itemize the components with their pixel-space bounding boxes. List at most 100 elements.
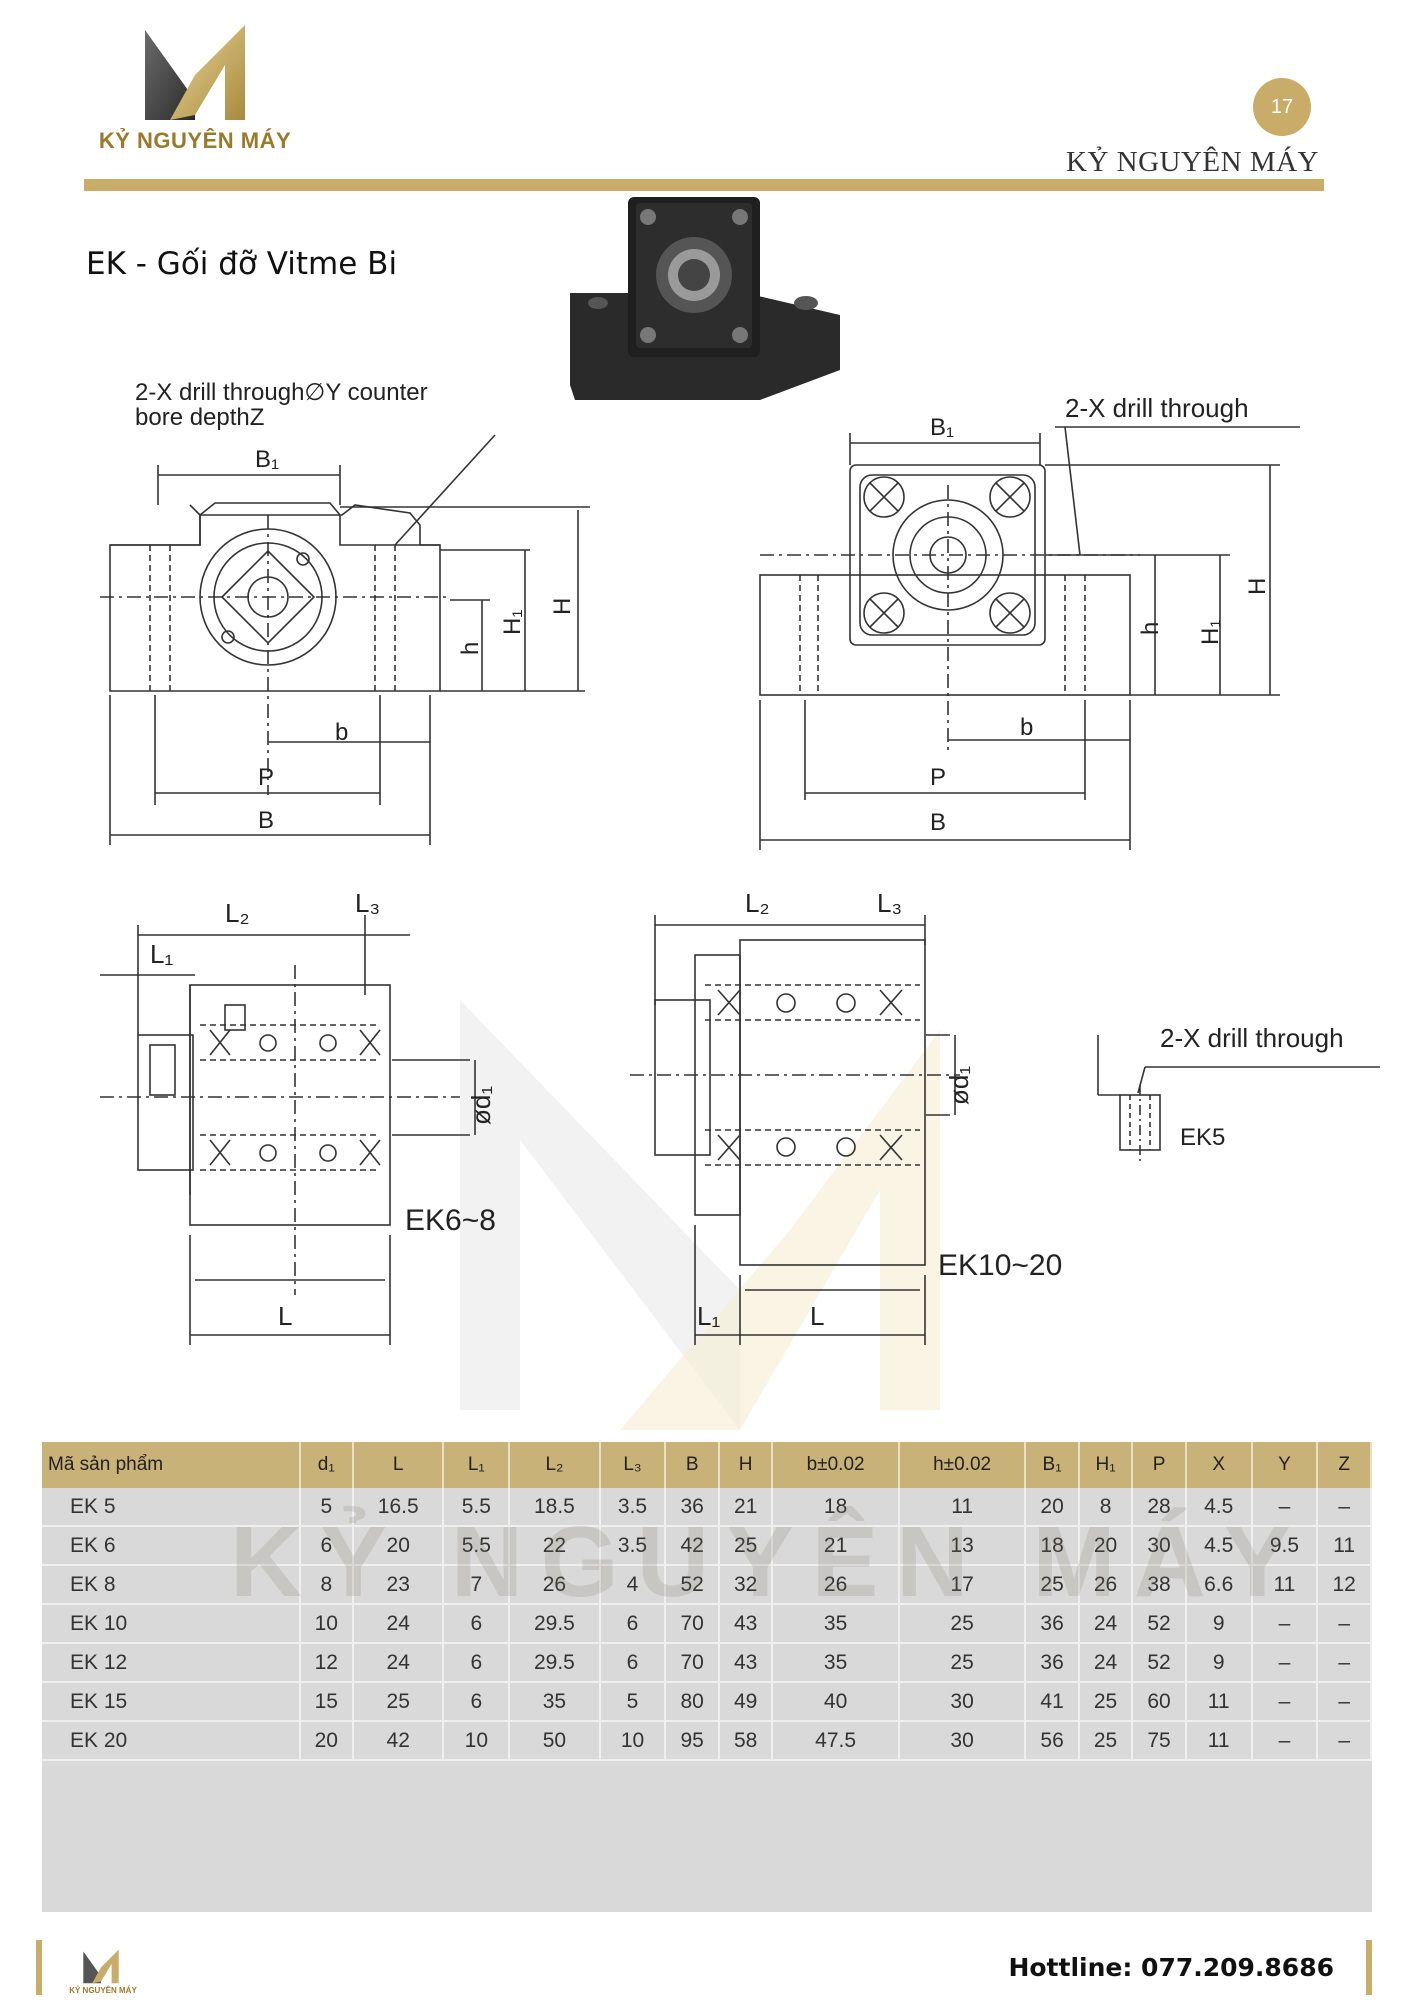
table-cell: 10: [443, 1721, 511, 1761]
table-cell-product-code: EK 15: [42, 1682, 301, 1722]
table-cell: 21: [772, 1526, 900, 1566]
left-drill-note-line1: 2-X drill through∅Y counter: [135, 379, 428, 406]
table-cell: 70: [665, 1643, 720, 1683]
table-header-cell: Mã sản phẩm: [42, 1442, 301, 1488]
table-cell: 25: [718, 1526, 774, 1566]
product-photo: [570, 197, 840, 400]
table-cell-product-code: EK 20: [42, 1721, 301, 1761]
table-cell: 25: [1078, 1682, 1134, 1722]
table-cell: –: [1251, 1643, 1319, 1683]
table-cell: 25: [898, 1643, 1027, 1683]
label-l2-ek6: L₂: [225, 898, 250, 928]
label-H-right: H: [1244, 578, 1271, 595]
label-h-small-right: h: [1137, 622, 1164, 635]
table-cell: 25: [1078, 1721, 1134, 1761]
label-l3-ek10: L₃: [877, 888, 902, 918]
table-cell: 7: [443, 1565, 511, 1605]
table-cell: 35: [772, 1643, 900, 1683]
table-cell: 42: [665, 1526, 720, 1566]
label-p-right: P: [930, 764, 946, 791]
label-b-left: B: [258, 807, 274, 834]
table-cell: 26: [772, 1565, 900, 1605]
table-cell: 56: [1025, 1721, 1080, 1761]
table-cell: 20: [353, 1526, 445, 1566]
table-cell: –: [1317, 1643, 1372, 1683]
table-cell: 6: [599, 1643, 667, 1683]
footer-accent-left: [36, 1940, 42, 1995]
header-divider: [84, 179, 1324, 191]
table-cell: 9: [1185, 1643, 1253, 1683]
table-cell: 17: [898, 1565, 1027, 1605]
label-d1-ek10: ød₁: [944, 1066, 974, 1105]
label-d1-ek6: ød₁: [466, 1086, 496, 1125]
label-b-small-right: b: [1020, 714, 1033, 741]
table-header-cell: B₁: [1025, 1442, 1080, 1488]
technical-drawings: 2-X drill through∅Y counter bore depthZ …: [100, 197, 1380, 1345]
table-cell: 9: [1185, 1604, 1253, 1644]
table-cell: 36: [665, 1488, 720, 1527]
label-l1-ek10: L₁: [697, 1301, 720, 1331]
table-header-cell: P: [1132, 1442, 1187, 1488]
table-cell: –: [1317, 1488, 1372, 1527]
table-cell: 12: [1317, 1565, 1372, 1605]
table-cell: 4.5: [1185, 1526, 1253, 1566]
front-view-right: [759, 426, 1300, 850]
label-b-right: B: [930, 809, 946, 836]
table-cell-product-code: EK 8: [42, 1565, 301, 1605]
table-header-cell: L₂: [509, 1442, 601, 1488]
watermark-logo-icon: [460, 1000, 940, 1430]
table-cell: 25: [353, 1682, 445, 1722]
label-ek5: EK5: [1180, 1124, 1225, 1151]
table-cell: 11: [1317, 1526, 1372, 1566]
table-cell: 11: [1251, 1565, 1319, 1605]
table-cell: 36: [1025, 1604, 1080, 1644]
table-cell-product-code: EK 12: [42, 1643, 301, 1683]
header-brand-name: KỶ NGUYÊN MÁY: [1066, 146, 1319, 178]
table-cell: 36: [1025, 1643, 1080, 1683]
label-l-ek10: L: [810, 1301, 824, 1331]
section-title: EK - Gối đỡ Vitme Bi: [86, 246, 398, 282]
label-h1-right: H₁: [1197, 620, 1224, 645]
table-cell: 25: [1025, 1565, 1080, 1605]
label-l2-ek10: L₂: [745, 888, 770, 918]
table-cell: –: [1317, 1721, 1372, 1761]
label-b-small-left: b: [335, 719, 348, 746]
label-h1-left: H₁: [499, 610, 526, 635]
label-h-small-left: h: [457, 642, 484, 655]
table-cell: 30: [1132, 1526, 1187, 1566]
label-H-left: H: [549, 598, 576, 615]
table-cell: 28: [1132, 1488, 1187, 1527]
footer-logo-text: KỶ NGUYÊN MÁY: [69, 1986, 137, 1995]
table-cell: 18: [772, 1488, 900, 1527]
table-cell: 6: [443, 1682, 511, 1722]
table-cell: –: [1251, 1682, 1319, 1722]
ek5-drill-note: 2-X drill through: [1160, 1023, 1344, 1053]
table-cell: 22: [509, 1526, 601, 1566]
table-cell: 8: [1078, 1488, 1134, 1527]
table-cell: 24: [1078, 1643, 1134, 1683]
table-header-cell: L: [353, 1442, 445, 1488]
table-header-cell: b±0.02: [772, 1442, 900, 1488]
watermark-text: KỶ NGUYÊN MÁY: [230, 1506, 1309, 1618]
table-cell: 5: [599, 1682, 667, 1722]
label-b1-right: B₁: [930, 414, 954, 441]
table-cell: 20: [299, 1721, 355, 1761]
table-cell: 50: [509, 1721, 601, 1761]
hotline-text: Hottline: 077.209.8686: [1008, 1953, 1334, 1982]
footer-logo-icon: [83, 1949, 119, 1984]
table-cell: 43: [718, 1604, 774, 1644]
table-cell: 47.5: [772, 1721, 900, 1761]
table-cell: 70: [665, 1604, 720, 1644]
table-cell: 29.5: [509, 1643, 601, 1683]
table-cell: 10: [299, 1604, 355, 1644]
table-cell: 12: [299, 1643, 355, 1683]
table-cell: 5: [299, 1488, 355, 1527]
table-cell: –: [1251, 1488, 1319, 1527]
table-header-cell: X: [1185, 1442, 1253, 1488]
